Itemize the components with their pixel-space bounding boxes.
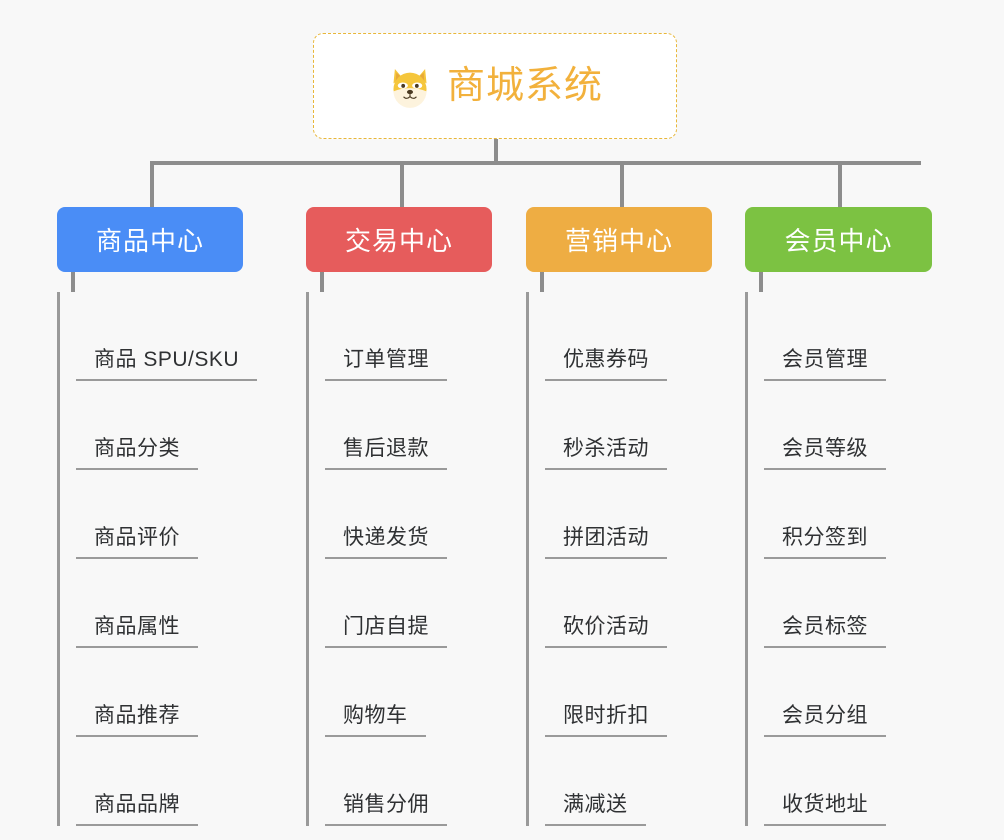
list-item[interactable]: 销售分佣 xyxy=(325,737,492,826)
branch-header-2[interactable]: 交易中心 xyxy=(306,207,492,272)
leaf-label: 收货地址 xyxy=(764,794,886,826)
branch-member-center: 会员中心 会员管理 会员等级 积分签到 会员标签 会员分组 收货地址 xyxy=(745,207,932,826)
list-item[interactable]: 商品 SPU/SKU xyxy=(76,292,258,381)
leaf-label: 销售分佣 xyxy=(325,794,447,826)
list-item[interactable]: 购物车 xyxy=(325,648,492,737)
root-node[interactable]: 商城系统 xyxy=(313,33,677,139)
list-item[interactable]: 商品属性 xyxy=(76,559,257,648)
leaf-label: 购物车 xyxy=(325,705,426,737)
list-item[interactable]: 砍价活动 xyxy=(545,559,712,648)
branch-header-label-2: 交易中心 xyxy=(344,226,453,256)
list-item[interactable]: 会员标签 xyxy=(764,559,932,648)
connector-branch-stem-2 xyxy=(320,272,324,292)
leaf-label: 快递发货 xyxy=(325,527,447,559)
connector-drop-3 xyxy=(620,161,624,208)
list-item[interactable]: 会员管理 xyxy=(764,292,932,381)
list-item[interactable]: 会员等级 xyxy=(764,381,932,470)
leaf-label: 限时折扣 xyxy=(545,705,667,737)
connector-drop-4 xyxy=(838,161,842,208)
list-item[interactable]: 满减送 xyxy=(545,737,712,826)
leaf-label: 商品品牌 xyxy=(76,794,198,826)
list-item[interactable]: 收货地址 xyxy=(764,737,932,826)
connector-branch-stem-3 xyxy=(540,272,544,292)
leaf-label: 会员管理 xyxy=(764,349,886,381)
leaf-label: 会员分组 xyxy=(764,705,886,737)
list-item[interactable]: 限时折扣 xyxy=(545,648,712,737)
leaf-label: 商品评价 xyxy=(76,527,198,559)
list-item[interactable]: 商品品牌 xyxy=(76,737,257,826)
leaf-label: 秒杀活动 xyxy=(545,438,667,470)
leaf-label: 商品推荐 xyxy=(76,705,198,737)
branch-marketing-center: 营销中心 优惠券码 秒杀活动 拼团活动 砍价活动 限时折扣 满减送 xyxy=(526,207,712,826)
list-item[interactable]: 秒杀活动 xyxy=(545,381,712,470)
leaf-label: 满减送 xyxy=(545,794,646,826)
leaf-label: 积分签到 xyxy=(764,527,886,559)
list-item[interactable]: 优惠券码 xyxy=(545,292,712,381)
leaf-list-2: 订单管理 售后退款 快递发货 门店自提 购物车 销售分佣 xyxy=(306,292,492,826)
branch-header-1[interactable]: 商品中心 xyxy=(57,207,243,272)
root-title: 商城系统 xyxy=(446,65,603,107)
leaf-list-4: 会员管理 会员等级 积分签到 会员标签 会员分组 收货地址 xyxy=(745,292,932,826)
list-item[interactable]: 订单管理 xyxy=(325,292,492,381)
connector-branch-stem-4 xyxy=(759,272,763,292)
leaf-label: 砍价活动 xyxy=(545,616,667,648)
connector-branch-stem-1 xyxy=(71,272,75,292)
leaf-label: 会员等级 xyxy=(764,438,886,470)
branch-header-3[interactable]: 营销中心 xyxy=(526,207,712,272)
branch-trade-center: 交易中心 订单管理 售后退款 快递发货 门店自提 购物车 销售分佣 xyxy=(306,207,492,826)
list-item[interactable]: 门店自提 xyxy=(325,559,492,648)
leaf-label: 门店自提 xyxy=(325,616,447,648)
list-item[interactable]: 商品推荐 xyxy=(76,648,257,737)
leaf-label: 商品属性 xyxy=(76,616,198,648)
connector-root-stem xyxy=(494,139,498,164)
leaf-label: 拼团活动 xyxy=(545,527,667,559)
leaf-label: 商品 SPU/SKU xyxy=(76,349,258,381)
list-item[interactable]: 商品评价 xyxy=(76,470,257,559)
branch-header-label-4: 会员中心 xyxy=(784,226,893,256)
list-item[interactable]: 售后退款 xyxy=(325,381,492,470)
list-item[interactable]: 快递发货 xyxy=(325,470,492,559)
branch-header-4[interactable]: 会员中心 xyxy=(745,207,932,272)
leaf-label: 会员标签 xyxy=(764,616,886,648)
leaf-label: 商品分类 xyxy=(76,438,198,470)
leaf-list-3: 优惠券码 秒杀活动 拼团活动 砍价活动 限时折扣 满减送 xyxy=(526,292,712,826)
branch-product-center: 商品中心 商品 SPU/SKU 商品分类 商品评价 商品属性 商品推荐 商品品牌 xyxy=(57,207,258,826)
leaf-label: 售后退款 xyxy=(325,438,447,470)
list-item[interactable]: 会员分组 xyxy=(764,648,932,737)
list-item[interactable]: 积分签到 xyxy=(764,470,932,559)
shiba-dog-emoji xyxy=(387,64,433,110)
branch-header-label-1: 商品中心 xyxy=(95,226,204,256)
leaf-label: 优惠券码 xyxy=(545,349,667,381)
connector-drop-1 xyxy=(150,161,154,208)
list-item[interactable]: 拼团活动 xyxy=(545,470,712,559)
leaf-list-1: 商品 SPU/SKU 商品分类 商品评价 商品属性 商品推荐 商品品牌 xyxy=(57,292,258,826)
leaf-label: 订单管理 xyxy=(325,349,447,381)
connector-drop-2 xyxy=(400,161,404,208)
connector-horizontal-bus xyxy=(150,161,921,165)
branch-header-label-3: 营销中心 xyxy=(564,226,673,256)
list-item[interactable]: 商品分类 xyxy=(76,381,257,470)
